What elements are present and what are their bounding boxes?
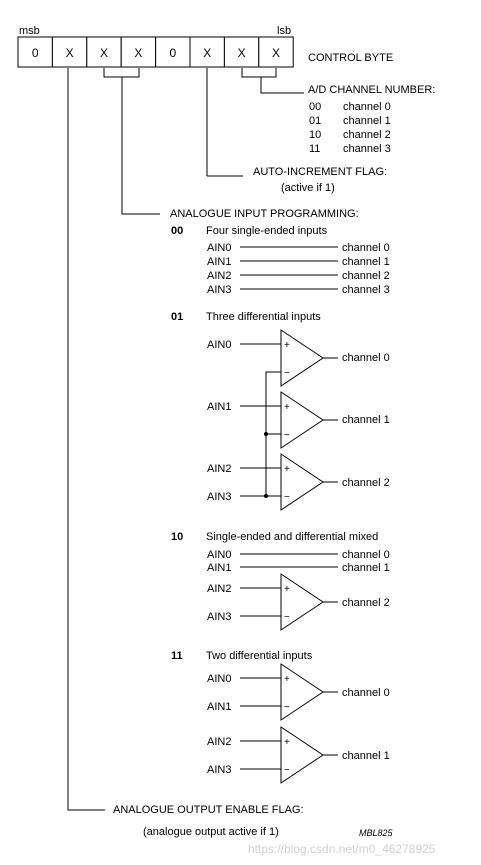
bit-value-2: X — [100, 46, 108, 60]
mode-10-output-2: channel 2 — [342, 597, 390, 609]
bit-cells: 0 X X X 0 X X X — [17, 36, 294, 68]
ad-channel-title: A/D CHANNEL NUMBER: — [308, 84, 435, 96]
bit-value-4: 0 — [169, 46, 176, 60]
ad-channel-bracket — [241, 68, 277, 78]
mode-00-output-3: channel 3 — [342, 284, 390, 296]
analogue-input-leader — [121, 77, 160, 215]
bit-cell-4 — [155, 36, 191, 68]
control-byte-title: CONTROL BYTE — [308, 52, 393, 64]
ad-channel-3: channel 3 — [343, 143, 391, 155]
lsb-label: lsb — [277, 25, 291, 37]
mode-10-input-2: AIN2 — [207, 583, 231, 595]
analogue-output-leader — [67, 68, 105, 811]
mode-01-opamp-0-plus: + — [284, 340, 290, 351]
mode-10-input-0: AIN0 — [207, 549, 231, 561]
mode-01-description: Three differential inputs — [206, 311, 321, 323]
mode-00-output-2: channel 2 — [342, 270, 390, 282]
ad-code-1: 01 — [309, 115, 321, 127]
mode-01-opamp-0-minus: − — [284, 368, 290, 379]
mode-11-input-0: AIN0 — [207, 673, 231, 685]
mode-00-input-0: AIN0 — [207, 242, 231, 254]
mode-11-opamp-0 — [280, 663, 324, 721]
ad-channel-leader — [260, 77, 304, 94]
analogue-output-title: ANALOGUE OUTPUT ENABLE FLAG: — [113, 804, 304, 816]
mode-11-output-1: channel 1 — [342, 750, 390, 762]
mode-00-input-1: AIN1 — [207, 256, 231, 268]
analogue-input-title: ANALOGUE INPUT PROGRAMMING: — [170, 208, 359, 220]
ad-channel-1: channel 1 — [343, 115, 391, 127]
bit-cell-1 — [51, 36, 88, 68]
ad-code-2: 10 — [309, 129, 321, 141]
mode-01-opamp-2 — [280, 453, 324, 511]
mode-01-opamp-1-minus: − — [284, 430, 290, 441]
mode-01-output-1: channel 1 — [342, 414, 390, 426]
mode-11-description: Two differential inputs — [206, 650, 313, 662]
mode-10-opamp — [280, 573, 324, 631]
mode-01-code: 01 — [171, 311, 183, 323]
analogue-input-bracket — [103, 68, 140, 78]
mode-01-input-0: AIN0 — [207, 339, 231, 351]
bit-cell-7 — [258, 36, 294, 68]
mode-10-output-0: channel 0 — [342, 549, 390, 561]
mode-10-description: Single-ended and differential mixed — [206, 531, 378, 543]
mode-10-code: 10 — [171, 531, 183, 543]
mode-00-output-0: channel 0 — [342, 242, 390, 254]
mode-01-wire-common-top — [265, 371, 281, 442]
mode-01-input-2: AIN2 — [207, 463, 231, 475]
mode-01-opamp-2-minus: − — [284, 492, 290, 503]
ad-channel-0: channel 0 — [343, 101, 391, 113]
bit-value-7: X — [272, 46, 280, 60]
mode-10-opamp-minus: − — [284, 612, 290, 623]
auto-increment-title: AUTO-INCREMENT FLAG: — [253, 166, 387, 178]
mode-01-opamp-1-plus: + — [284, 402, 290, 413]
auto-increment-note: (active if 1) — [281, 182, 335, 194]
mode-11-input-3: AIN3 — [207, 764, 231, 776]
mode-01-input-1: AIN1 — [207, 401, 231, 413]
bit-value-0: 0 — [32, 46, 39, 60]
bit-value-5: X — [203, 46, 211, 60]
ad-code-0: 00 — [309, 101, 321, 113]
bit-value-6: X — [238, 46, 246, 60]
analogue-output-note: (analogue output active if 1) — [143, 826, 279, 838]
mode-01-junction-dot-1 — [264, 494, 268, 498]
mode-11-code: 11 — [171, 650, 183, 662]
bit-cell-2 — [86, 36, 122, 68]
msb-label: msb — [19, 25, 40, 37]
mode-00-input-3: AIN3 — [207, 284, 231, 296]
mode-01-opamp-2-plus: + — [284, 464, 290, 475]
mode-01-input-3: AIN3 — [207, 491, 231, 503]
mode-11-input-2: AIN2 — [207, 736, 231, 748]
mode-01-output-2: channel 2 — [342, 477, 390, 489]
mode-10-opamp-plus: + — [284, 584, 290, 595]
ad-code-3: 11 — [309, 143, 320, 155]
ad-channel-2: channel 2 — [343, 129, 391, 141]
bit-value-3: X — [134, 46, 142, 60]
mode-10-input-3: AIN3 — [207, 611, 231, 623]
mode-01-opamp-1 — [280, 391, 324, 449]
mode-10-output-1: channel 1 — [342, 562, 390, 574]
figure-code: MBL825 — [359, 828, 394, 838]
mode-11-opamp-1-plus: + — [284, 737, 290, 748]
mode-00-input-2: AIN2 — [207, 270, 231, 282]
mode-11-opamp-0-minus: − — [284, 702, 290, 713]
mode-11-output-0: channel 0 — [342, 687, 390, 699]
mode-11-opamp-0-plus: + — [284, 674, 290, 685]
bit-cell-0 — [17, 36, 53, 68]
mode-11-opamp-1 — [280, 726, 324, 784]
mode-01-opamp-0 — [280, 329, 324, 387]
mode-00-output-1: channel 1 — [342, 256, 390, 268]
mode-11-opamp-1-minus: − — [284, 765, 290, 776]
bit-cell-6 — [223, 36, 260, 68]
bit-cell-5 — [189, 36, 225, 68]
mode-11-input-1: AIN1 — [207, 701, 231, 713]
watermark: https://blog.csdn.net/m0_46278925 — [248, 842, 436, 856]
mode-00-code: 00 — [171, 225, 183, 237]
mode-00-description: Four single-ended inputs — [206, 225, 328, 237]
mode-10-input-1: AIN1 — [207, 562, 231, 574]
mode-01-output-0: channel 0 — [342, 352, 390, 364]
bit-value-1: X — [66, 46, 74, 60]
